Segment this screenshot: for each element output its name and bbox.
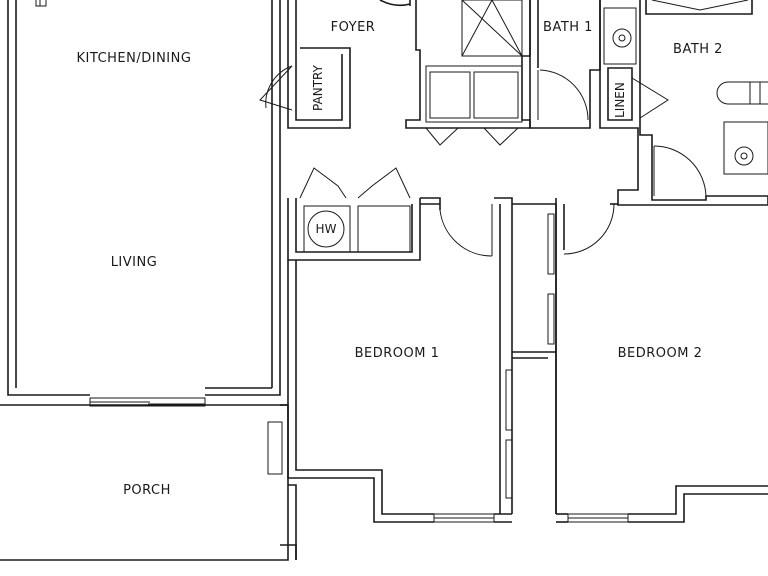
top-door-fragment — [35, 0, 47, 7]
bedroom2-walls — [555, 196, 768, 523]
bath2-door — [653, 145, 707, 197]
bedroom2-label: BEDROOM 2 — [618, 346, 703, 361]
bedroom-divider — [494, 197, 557, 514]
bath1-label: BATH 1 — [543, 20, 593, 35]
bath2-label: BATH 2 — [673, 42, 723, 57]
porch-sliding-door — [89, 397, 206, 407]
hall-closets — [287, 167, 441, 261]
porch-label: PORCH — [123, 483, 171, 498]
bedroom2-window — [567, 513, 629, 523]
bedroom1-walls — [287, 260, 512, 523]
pantry-door — [259, 65, 293, 111]
foyer-walls — [287, 0, 411, 129]
foyer-label: FOYER — [331, 20, 376, 35]
pantry-label: PANTRY — [311, 64, 325, 111]
central-closets — [405, 0, 531, 146]
living-label: LIVING — [111, 255, 158, 270]
porch-walls — [0, 404, 297, 561]
bedroom1-window — [433, 513, 495, 523]
linen-door — [631, 77, 669, 119]
bath1-door — [537, 69, 589, 121]
linen-label: LINEN — [613, 82, 627, 118]
hw-label: HW — [316, 222, 337, 236]
bath2-walls — [599, 0, 768, 206]
living-walls — [7, 0, 281, 396]
kitchen-dining-label: KITCHEN/DINING — [77, 51, 192, 66]
bedroom1-door — [439, 204, 493, 257]
bedroom2-door — [563, 203, 615, 255]
bedroom1-label: BEDROOM 1 — [355, 346, 440, 361]
